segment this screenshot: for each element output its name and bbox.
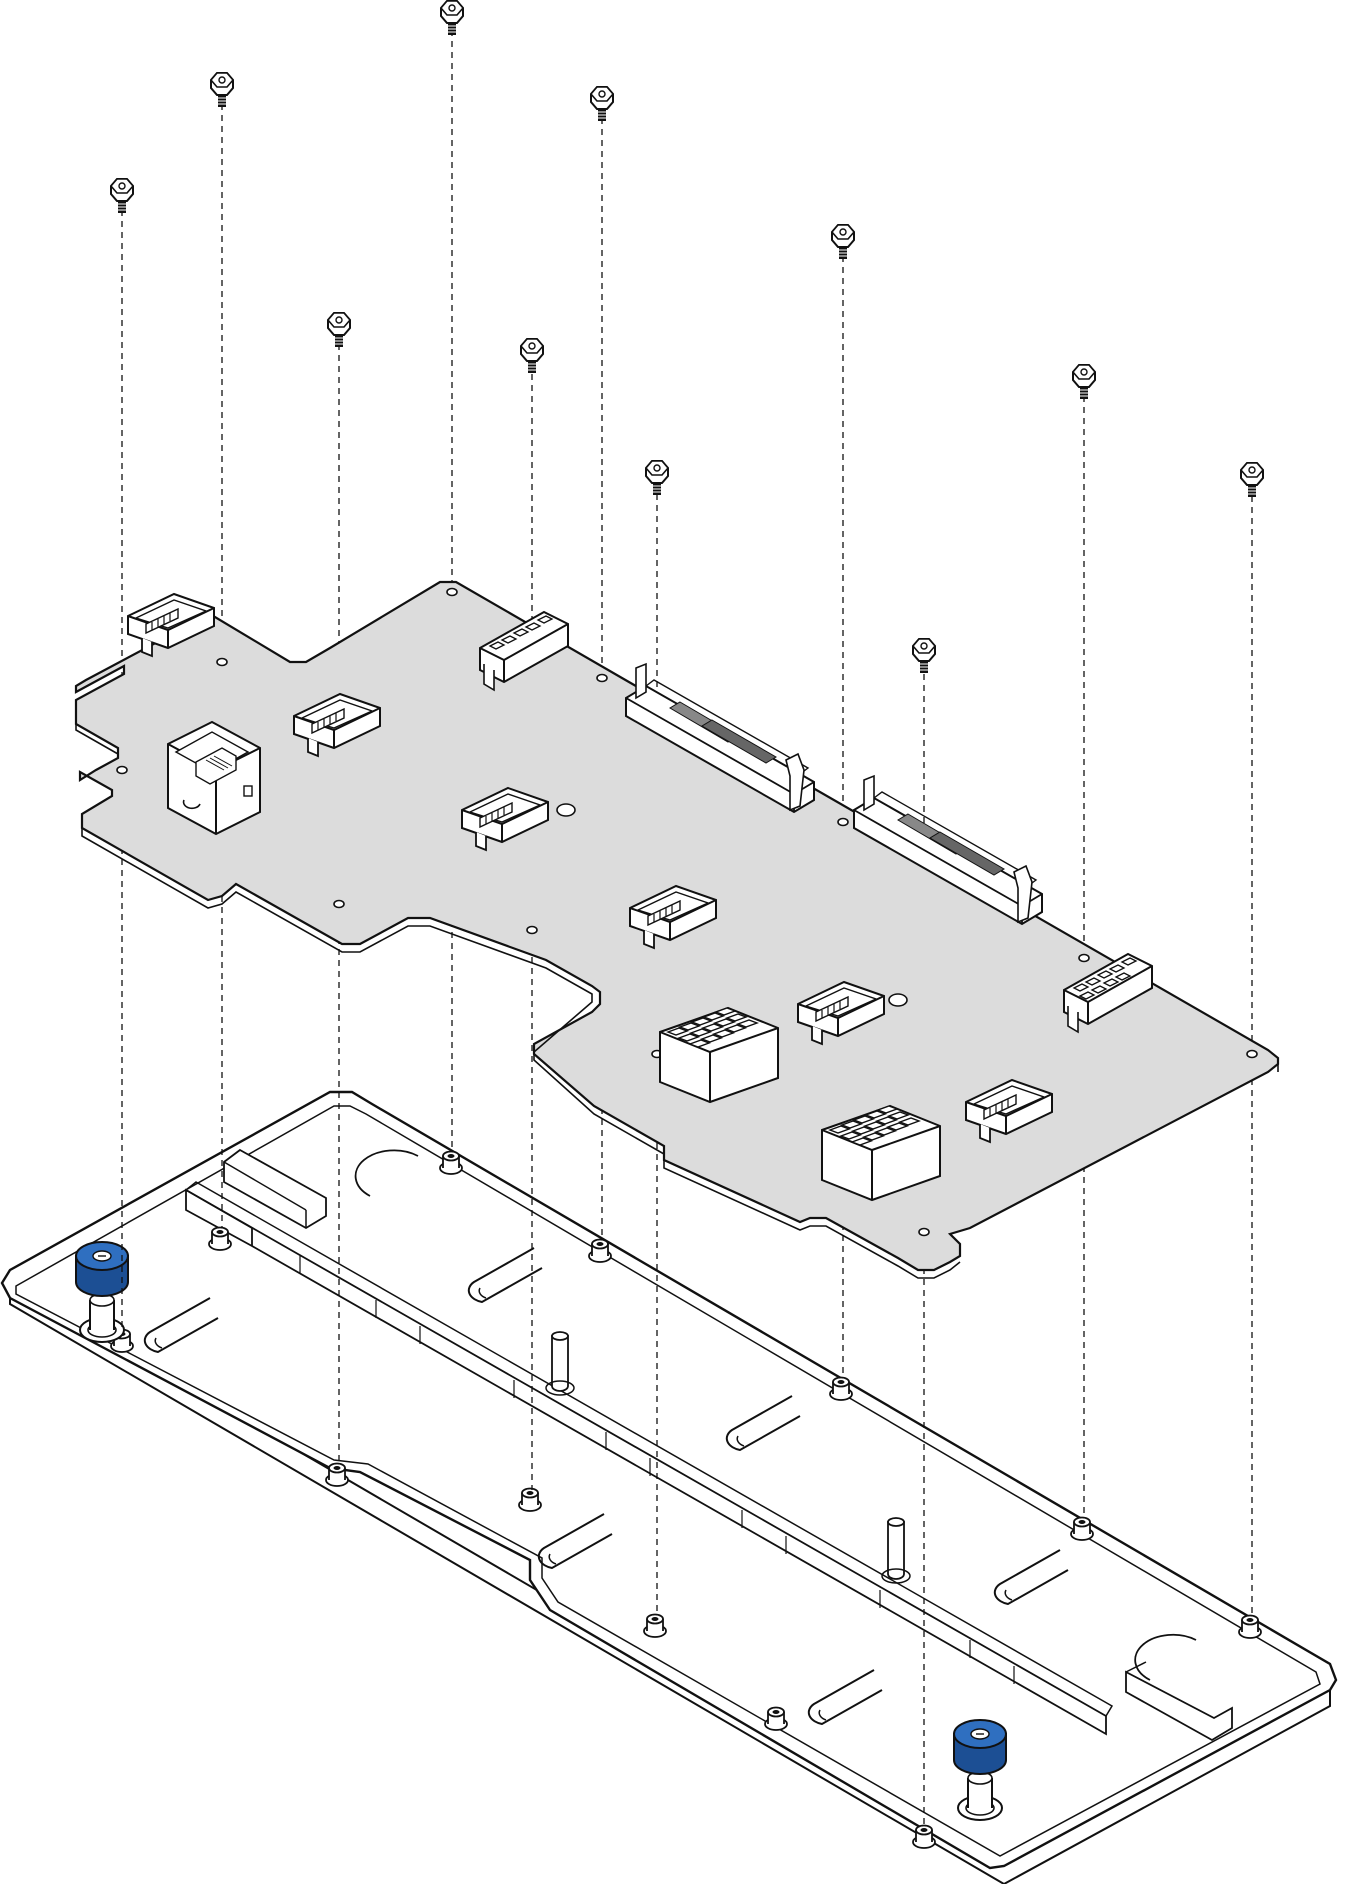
blue-thumbscrew-icon[interactable] <box>953 1719 1007 1821</box>
alignment-pin <box>545 1331 575 1396</box>
screws <box>110 0 1264 674</box>
hex-screw-icon[interactable] <box>831 224 855 260</box>
blue-thumbscrew-icon[interactable] <box>75 1241 129 1343</box>
standoff-icon <box>1070 1516 1094 1541</box>
edge-slot-connector-icon <box>853 774 1043 926</box>
cable-connector-icon <box>479 610 569 692</box>
standoff-icon <box>643 1613 667 1638</box>
tray <box>0 1090 1338 1884</box>
standoff-icon <box>764 1706 788 1731</box>
standoff-icon <box>1238 1614 1262 1639</box>
hex-screw-icon[interactable] <box>590 86 614 122</box>
hex-screw-icon[interactable] <box>440 0 464 36</box>
hex-screw-icon[interactable] <box>912 638 936 674</box>
hex-screw-icon[interactable] <box>645 460 669 496</box>
standoff-icon <box>439 1150 463 1175</box>
hex-screw-icon[interactable] <box>1240 462 1264 498</box>
standoff-icon <box>912 1824 936 1849</box>
edge-slot-connector-icon <box>625 662 815 814</box>
hex-screw-icon[interactable] <box>210 72 234 108</box>
system-board <box>74 580 1280 1279</box>
standoff-icon <box>829 1376 853 1401</box>
standoff-icon <box>208 1226 232 1251</box>
hex-screw-icon[interactable] <box>1072 364 1096 400</box>
hex-screw-icon[interactable] <box>110 178 134 214</box>
rj45-port-icon <box>167 720 261 836</box>
alignment-pin <box>881 1517 911 1584</box>
hex-screw-icon[interactable] <box>327 312 351 348</box>
standoff-icon <box>518 1487 542 1512</box>
tray-rail <box>185 1148 1233 1742</box>
standoff-icon <box>588 1238 612 1263</box>
hex-screw-icon[interactable] <box>520 338 544 374</box>
standoff-icon <box>325 1462 349 1487</box>
cable-connector-icon <box>1063 952 1153 1034</box>
